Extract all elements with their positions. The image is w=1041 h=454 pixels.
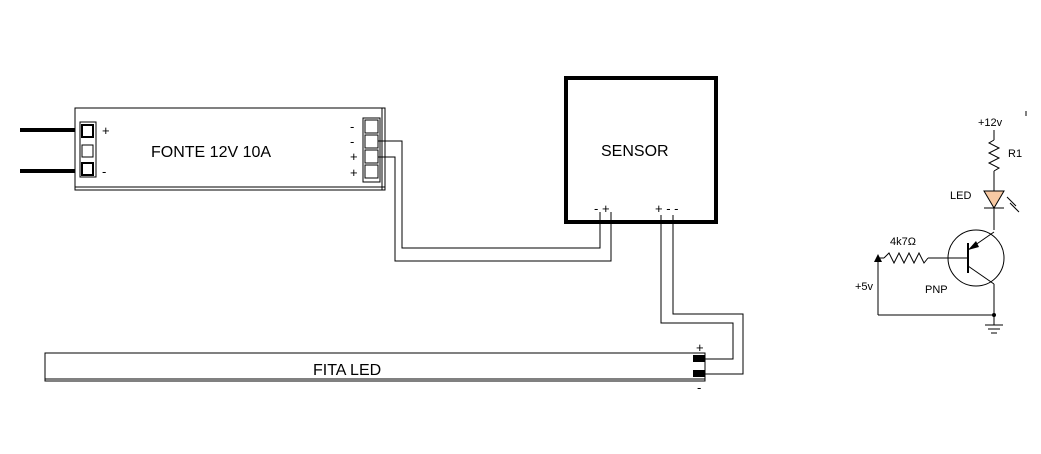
light-arrow-icon — [1006, 196, 1017, 207]
led-symbol — [983, 190, 1020, 213]
resistor-r1 — [987, 139, 1001, 172]
terminal-out-1 — [364, 119, 379, 134]
output-terminal-label-4: + — [350, 165, 358, 180]
wires-sensor-to-strip — [660, 215, 744, 375]
output-terminal-label-1: - — [350, 119, 354, 134]
wire-supply-minus — [378, 140, 601, 249]
output-terminal-label-2: - — [350, 134, 354, 149]
led-diode-icon — [983, 190, 1005, 209]
power-supply-label: FONTE 12V 10A — [151, 144, 271, 161]
pnp-transistor-icon — [947, 229, 1005, 287]
supply-label: +12v — [978, 117, 1003, 129]
light-arrow-icon-2 — [1009, 202, 1020, 213]
sensor-box — [564, 76, 718, 224]
wire-strip-plus — [660, 215, 734, 360]
input-minus-label: - — [102, 164, 106, 179]
led-strip-label: FITA LED — [313, 362, 381, 379]
power-supply-box — [74, 107, 386, 191]
input-label: +5v — [855, 281, 874, 293]
terminal-out-2 — [364, 134, 379, 149]
led-strip-terminal-plus — [693, 355, 705, 362]
output-terminal-label-3: + — [350, 149, 358, 164]
terminal-in-minus — [81, 162, 94, 176]
terminal-out-4 — [364, 164, 379, 179]
sensor-label: SENSOR — [601, 143, 669, 160]
base-resistor-label: 4k7Ω — [890, 236, 916, 248]
input-arrow-icon — [874, 254, 882, 262]
led-label: LED — [950, 190, 971, 202]
resistor-4k7 — [883, 251, 929, 265]
transistor-label: PNP — [925, 284, 948, 296]
led-strip: FITA LED + - — [44, 340, 706, 395]
wires-supply-to-sensor — [378, 140, 612, 262]
resistor-r1-label: R1 — [1008, 148, 1022, 160]
ground-icon — [985, 324, 1003, 334]
transistor-schematic: +12v R1 LED PNP 4k7Ω +5v — [855, 111, 1027, 334]
input-plus-label: + — [102, 123, 110, 138]
sensor: SENSOR - + + - - — [564, 76, 718, 224]
led-strip-terminal-minus — [693, 370, 705, 377]
power-supply: + - FONTE 12V 10A - - + + — [74, 107, 386, 191]
led-strip-minus-label: - — [697, 380, 701, 395]
terminal-in-mid — [81, 144, 94, 158]
led-strip-body — [44, 352, 706, 382]
sensor-right-pins: + - - — [655, 201, 678, 216]
wire-strip-minus — [672, 215, 744, 375]
wire-supply-plus — [378, 156, 612, 262]
sensor-left-pins: - + — [594, 201, 610, 216]
input-terminal-block — [79, 121, 97, 178]
output-terminal-block — [362, 117, 381, 183]
terminal-in-plus — [81, 124, 94, 138]
led-strip-plus-label: + — [696, 340, 704, 355]
terminal-out-3 — [364, 149, 379, 164]
